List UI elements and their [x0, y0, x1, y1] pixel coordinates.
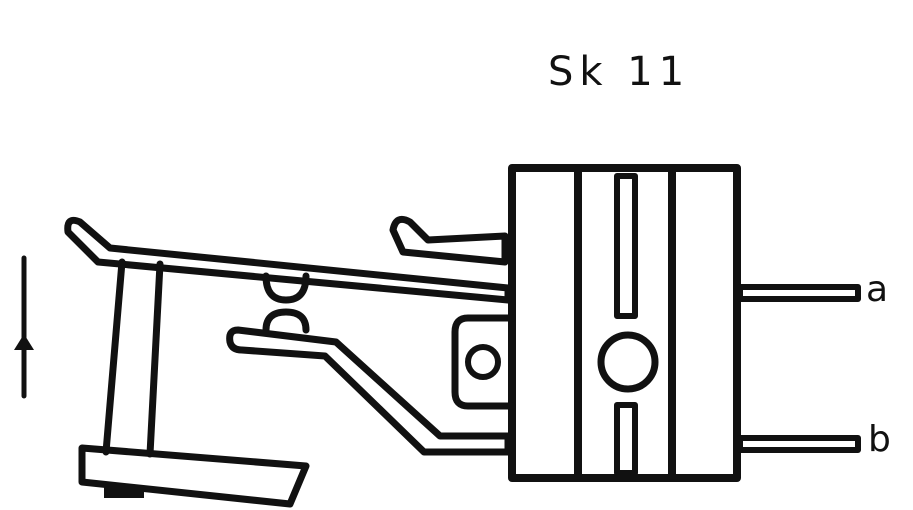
- terminal-b-label: b: [868, 419, 891, 460]
- switch-body: [508, 164, 741, 482]
- actuator-lever: [64, 216, 512, 304]
- lower-contact: [226, 308, 512, 456]
- terminal-pins: [737, 284, 861, 453]
- direction-arrow: [14, 255, 34, 399]
- upper-fixed-contact: [389, 215, 509, 266]
- mounting-tab: [451, 314, 516, 410]
- diagram-title: Sk 11: [548, 49, 691, 95]
- terminal-a-label: a: [866, 269, 889, 310]
- plunger: [78, 258, 310, 508]
